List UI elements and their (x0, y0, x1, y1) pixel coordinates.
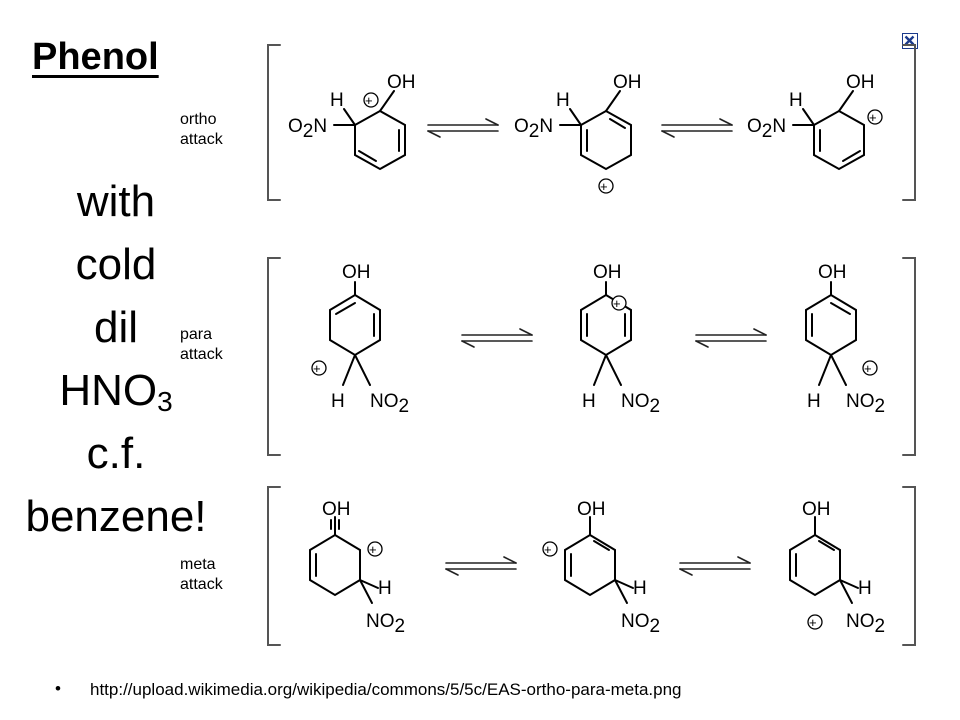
plus-sign: + (369, 542, 377, 557)
plus-charge (363, 92, 379, 108)
oh-label: OH (613, 72, 642, 93)
equilibrium-arrow (461, 328, 533, 348)
plus-charge (867, 109, 883, 125)
para-structure-3: OH H NO2 + (805, 262, 885, 417)
h-label: H (858, 578, 872, 599)
no2-label: NO2 (366, 611, 405, 637)
attack-label-line: meta (180, 556, 216, 573)
caption-line: with (76, 177, 156, 226)
plus-charge (542, 541, 558, 557)
meta-attack-label: meta attack (180, 555, 223, 595)
caption-line-formula: HNO3 (0, 359, 232, 422)
plus-sign: + (613, 296, 621, 311)
equilibrium-arrow (427, 118, 499, 138)
para-attack-label: para attack (180, 325, 223, 365)
oh-label: OH (593, 262, 622, 283)
h-label: H (330, 90, 344, 111)
side-caption: with cold dil HNO3 c.f. benzene! (0, 170, 232, 548)
ortho-bracket (267, 44, 916, 201)
plus-sign: + (365, 93, 373, 108)
formula-subscript: 3 (157, 386, 173, 417)
plus-sign: + (544, 542, 552, 557)
plus-charge (611, 295, 627, 311)
plus-sign: + (809, 615, 817, 630)
plus-sign: + (864, 361, 872, 376)
no2-label: NO2 (846, 391, 885, 417)
para-structure-1: OH H NO2 + (311, 262, 409, 417)
attack-label-line: attack (180, 131, 223, 148)
oh-label: OH (387, 72, 416, 93)
ortho-attack-label: ortho attack (180, 110, 223, 150)
h-label: H (582, 391, 596, 412)
equilibrium-arrow (445, 556, 517, 576)
equilibrium-arrow (679, 556, 751, 576)
no2-label: NO2 (370, 391, 409, 417)
no2-label: NO2 (621, 391, 660, 417)
meta-structure-2: OH H NO2 + (542, 499, 660, 637)
equilibrium-arrow (695, 328, 767, 348)
h-label: H (807, 391, 821, 412)
caption-line: dil (93, 303, 139, 352)
caption-line: c.f. (86, 429, 146, 478)
oh-label: OH (818, 262, 847, 283)
plus-charge (598, 178, 614, 194)
para-bracket (267, 257, 916, 456)
ortho-structure-3: OH H O2N + (747, 72, 883, 171)
attack-label-line: ortho (180, 111, 217, 128)
meta-structure-3: OH H NO2 + (789, 499, 885, 637)
equilibrium-arrow (661, 118, 733, 138)
h-label: H (789, 90, 803, 111)
formula-main: HNO (59, 366, 158, 415)
plus-charge (311, 360, 327, 376)
attack-label-line: attack (180, 576, 223, 593)
o2n-label: O2N (288, 116, 327, 142)
bullet: • (55, 679, 61, 698)
oh-label: OH (342, 262, 371, 283)
ortho-structure-1: OH H O2N + (288, 72, 416, 171)
no2-label: NO2 (846, 611, 885, 637)
close-icon (904, 35, 915, 46)
oh-label: OH (322, 499, 351, 520)
plus-sign: + (869, 110, 877, 125)
source-url[interactable]: http://upload.wikimedia.org/wikipedia/co… (90, 680, 682, 699)
plus-sign: + (600, 179, 608, 194)
no2-label: NO2 (621, 611, 660, 637)
h-label: H (633, 578, 647, 599)
page-title: Phenol (32, 36, 159, 78)
ortho-structure-2: OH H O2N + (514, 72, 642, 194)
attack-label-line: para (180, 326, 213, 343)
oh-label: OH (802, 499, 831, 520)
caption-line: cold (75, 240, 157, 289)
meta-bracket (267, 486, 916, 646)
plus-charge (367, 541, 383, 557)
attack-label-line: attack (180, 346, 223, 363)
o2n-label: O2N (514, 116, 553, 142)
h-label: H (331, 391, 345, 412)
h-label: H (378, 578, 392, 599)
plus-charge (862, 360, 878, 376)
caption-line: benzene! (25, 492, 207, 541)
oh-label: OH (846, 72, 875, 93)
para-structure-2: OH H NO2 + (580, 262, 660, 417)
oh-label: OH (577, 499, 606, 520)
h-label: H (556, 90, 570, 111)
plus-charge (807, 614, 823, 630)
meta-structure-1: OH H NO2 + (309, 499, 405, 637)
o2n-label: O2N (747, 116, 786, 142)
plus-sign: + (313, 361, 321, 376)
